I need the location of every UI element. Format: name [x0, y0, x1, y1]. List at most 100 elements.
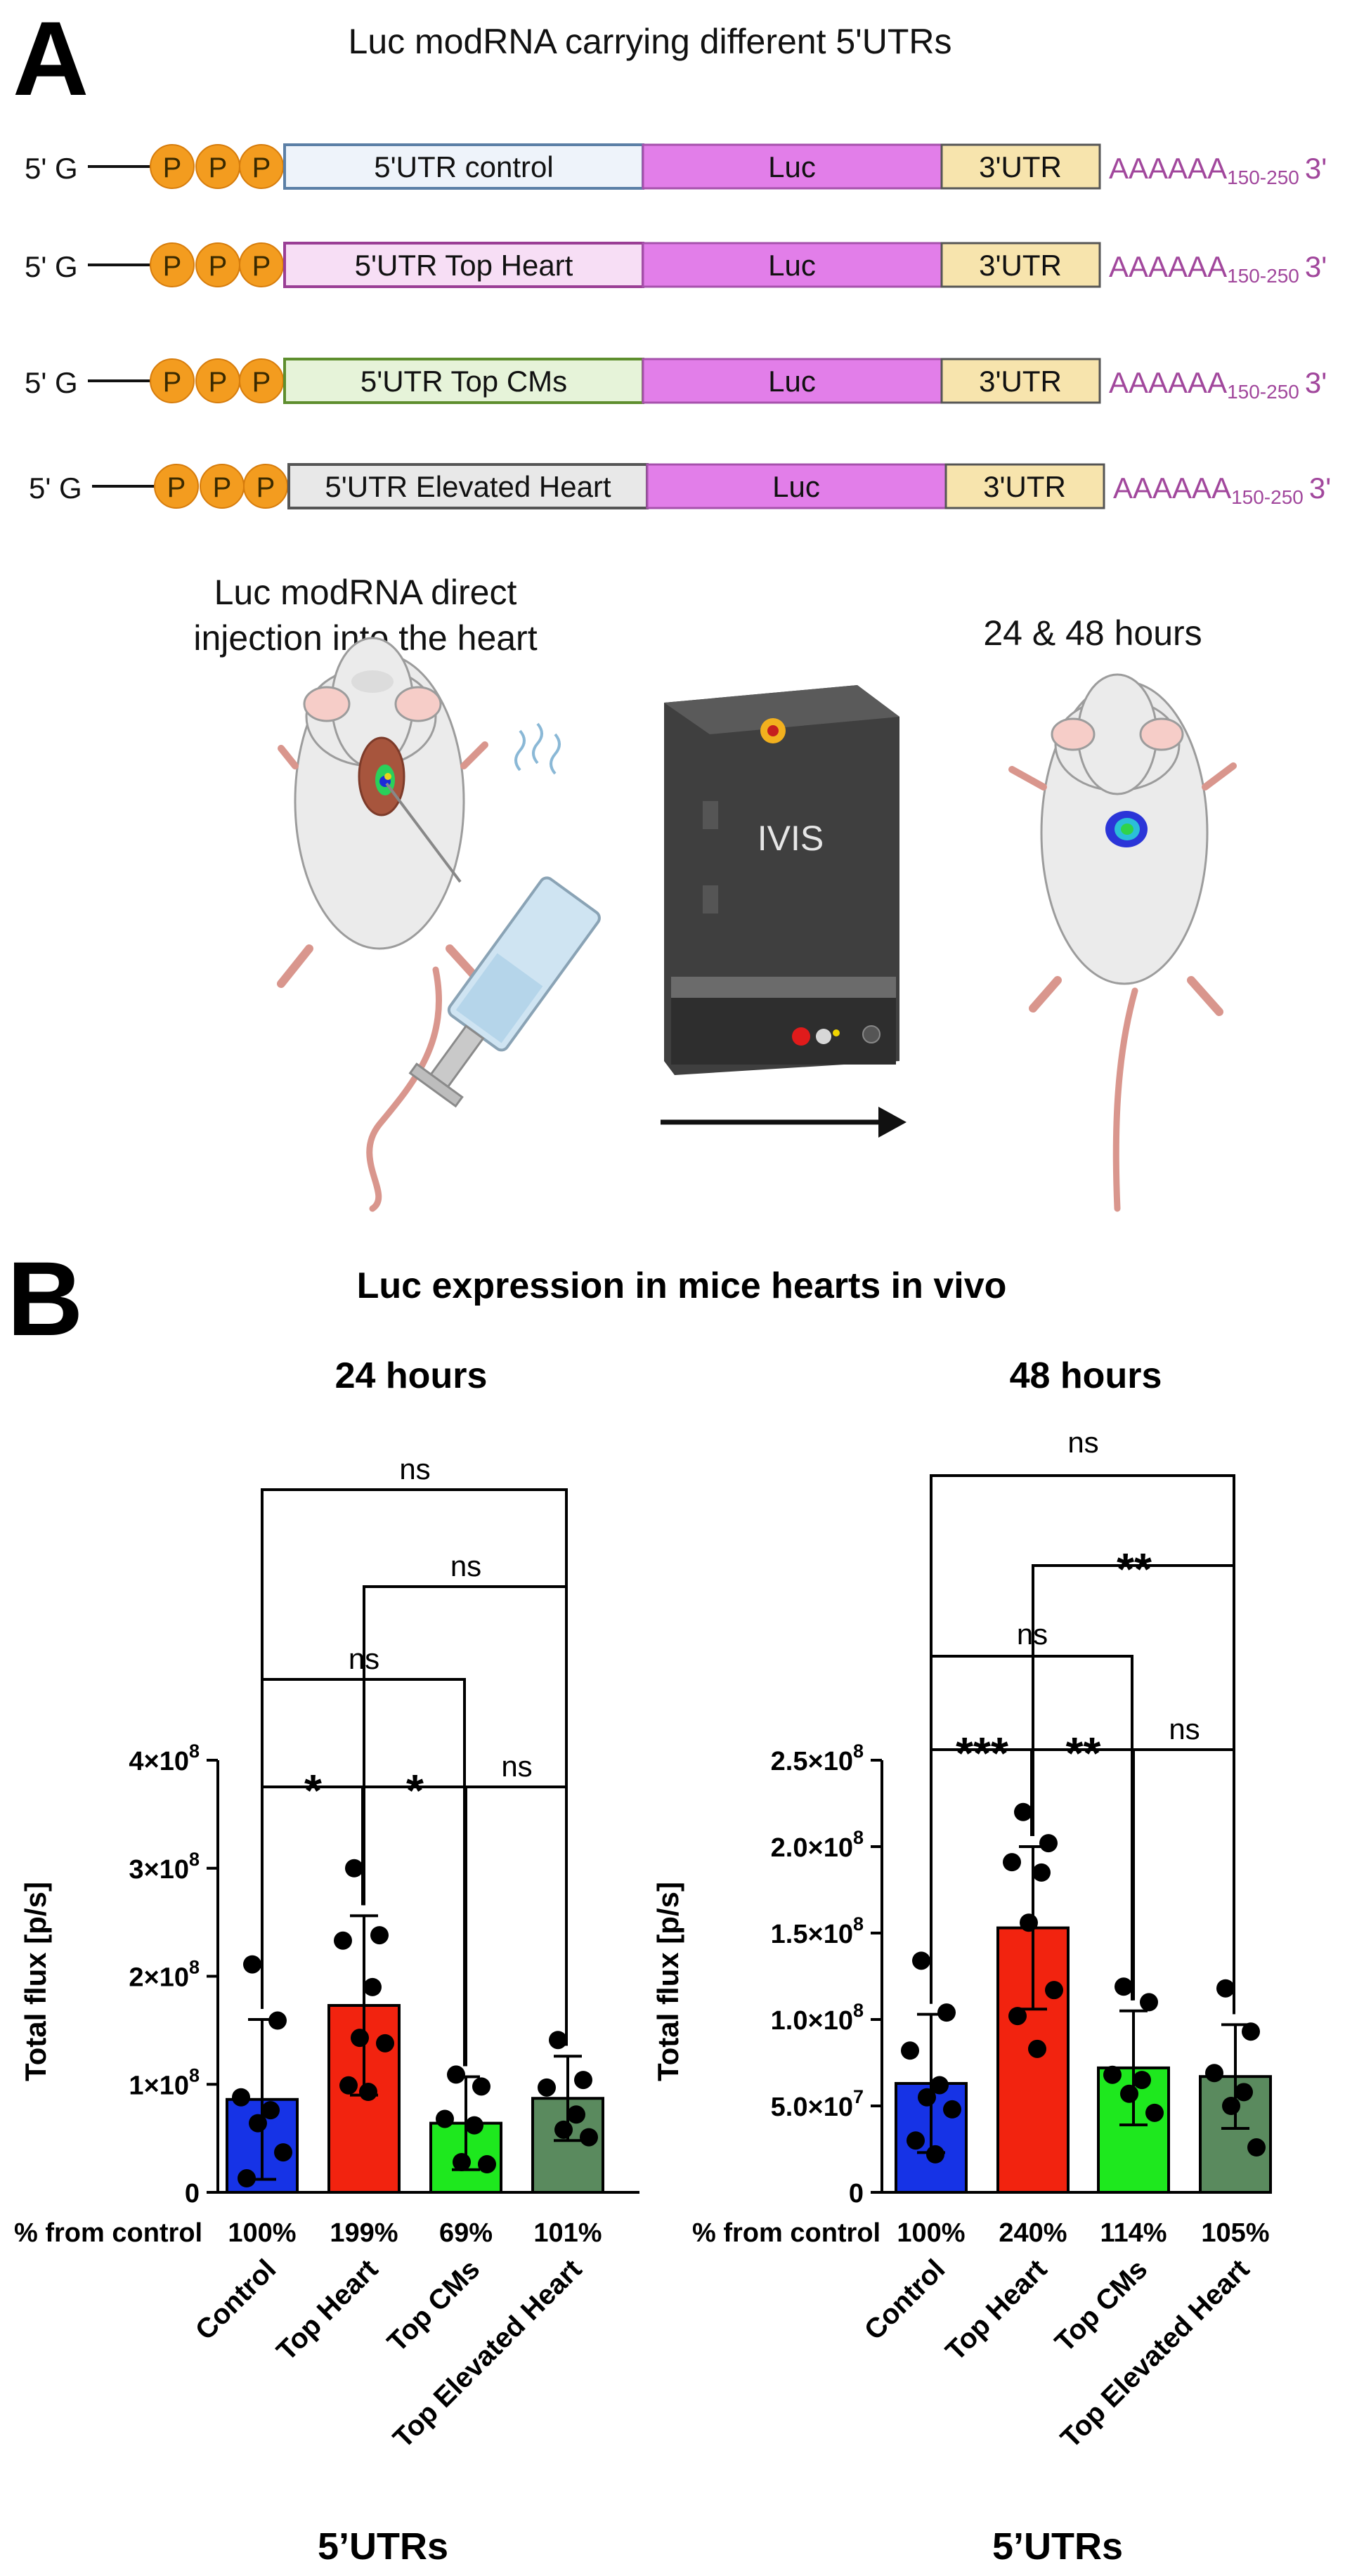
luc-label: Luc: [768, 150, 816, 183]
data-point: [1205, 2064, 1223, 2083]
data-point: [1028, 2039, 1046, 2058]
y-tick-label: 2.5×108: [771, 1741, 864, 1776]
y-axis-label: Total flux [p/s]: [19, 1882, 52, 2081]
pct-from-control-value: 100%: [897, 2218, 965, 2248]
y-tick-label: 0: [185, 2179, 200, 2209]
data-point: [351, 2029, 369, 2048]
significance-label: **: [1117, 1544, 1152, 1594]
significance-label: ns: [450, 1549, 481, 1582]
data-point: [930, 2076, 949, 2095]
ivis-imager-illustration: IVIS: [664, 685, 899, 1075]
data-point: [926, 2145, 944, 2164]
time-text: 24 & 48 hours: [983, 613, 1202, 653]
data-point: [261, 2101, 280, 2120]
luc-box: [646, 463, 947, 509]
utr3-box: [940, 242, 1101, 288]
luc-box: [642, 358, 943, 404]
phosphate-label: P: [163, 367, 182, 398]
data-point: [943, 2100, 961, 2119]
data-point: [268, 2011, 287, 2030]
pct-from-control-value: 100%: [228, 2218, 296, 2248]
phosphate-circle: [150, 144, 195, 189]
arrow-head-icon: [878, 1107, 907, 1138]
data-point: [249, 2114, 267, 2133]
data-point: [232, 2088, 250, 2107]
category-label: Top CMs: [382, 2253, 486, 2357]
phosphate-label: P: [209, 152, 228, 183]
data-point: [370, 1926, 389, 1945]
data-point: [1120, 2084, 1138, 2103]
mouse-injected-illustration: [277, 637, 601, 1212]
data-point: [345, 1859, 363, 1878]
data-point: [574, 2071, 592, 2090]
cap-prefix: 5' G: [29, 471, 82, 505]
data-point: [549, 2031, 567, 2050]
data-point: [274, 2143, 292, 2162]
pct-from-control-value: 114%: [1100, 2218, 1167, 2248]
data-point: [465, 2116, 483, 2135]
category-label: Top CMs: [1049, 2253, 1153, 2357]
utr5-label: 5'UTR Top CMs: [360, 365, 567, 398]
utr3-box: [944, 463, 1105, 509]
data-point: [1014, 1802, 1032, 1821]
data-point: [243, 1955, 261, 1974]
data-point: [1032, 1863, 1051, 1882]
phosphate-label: P: [252, 367, 271, 398]
pct-from-control-value: 101%: [533, 2218, 602, 2248]
significance-label: ns: [501, 1750, 532, 1783]
utr3-box: [940, 358, 1101, 404]
data-point: [901, 2041, 919, 2060]
significance-bracket: [261, 1488, 568, 2046]
data-point: [1020, 1913, 1038, 1932]
pct-from-control-value: 105%: [1201, 2218, 1269, 2248]
utr3-label: 3'UTR: [979, 365, 1062, 398]
data-point: [907, 2131, 925, 2150]
category-label: Top Heart: [940, 2253, 1053, 2367]
category-label: Top Elevated Heart: [1055, 2253, 1255, 2454]
category-label: Control: [190, 2253, 282, 2346]
data-point: [1115, 1977, 1133, 1996]
data-point: [478, 2155, 496, 2174]
significance-bracket: [930, 1474, 1235, 2015]
cap-prefix: 5' G: [25, 152, 78, 185]
pct-from-control-label: % from control: [14, 2218, 202, 2248]
data-point: [1045, 1981, 1063, 2000]
panel-b-label: B: [7, 1240, 83, 1358]
utr5-box: [283, 358, 644, 404]
utr5-label: 5'UTR Top Heart: [355, 249, 573, 282]
y-tick-label: 0: [849, 2179, 864, 2209]
data-point: [1133, 2071, 1151, 2090]
data-point: [339, 2076, 358, 2095]
significance-bracket: [1132, 1748, 1235, 2015]
phosphate-label: P: [213, 472, 232, 503]
utr3-box: [940, 143, 1101, 190]
y-tick-label: 1×108: [129, 2064, 200, 2100]
data-point: [453, 2152, 471, 2171]
y-tick-label: 3×108: [129, 1849, 200, 1885]
x-axis-label: 5’UTRs: [992, 2525, 1123, 2568]
significance-label: ***: [956, 1728, 1008, 1778]
data-point: [1247, 2138, 1266, 2157]
data-point: [472, 2077, 490, 2096]
y-tick-label: 5.0×107: [771, 2086, 864, 2122]
data-point: [376, 2034, 394, 2053]
utr3-label: 3'UTR: [979, 249, 1062, 282]
mouse-imaged-illustration: [1008, 673, 1237, 1212]
significance-label: ns: [1067, 1426, 1098, 1459]
data-point: [1222, 2097, 1240, 2115]
cap-prefix: 5' G: [25, 250, 78, 283]
phosphate-label: P: [167, 472, 186, 503]
data-point: [538, 2078, 556, 2097]
injection-text-line1: Luc modRNA direct: [214, 573, 517, 612]
data-point: [580, 2128, 598, 2147]
y-axis-label: Total flux [p/s]: [651, 1882, 684, 2081]
data-point: [1008, 2007, 1027, 2026]
imager-label: IVIS: [758, 819, 824, 858]
